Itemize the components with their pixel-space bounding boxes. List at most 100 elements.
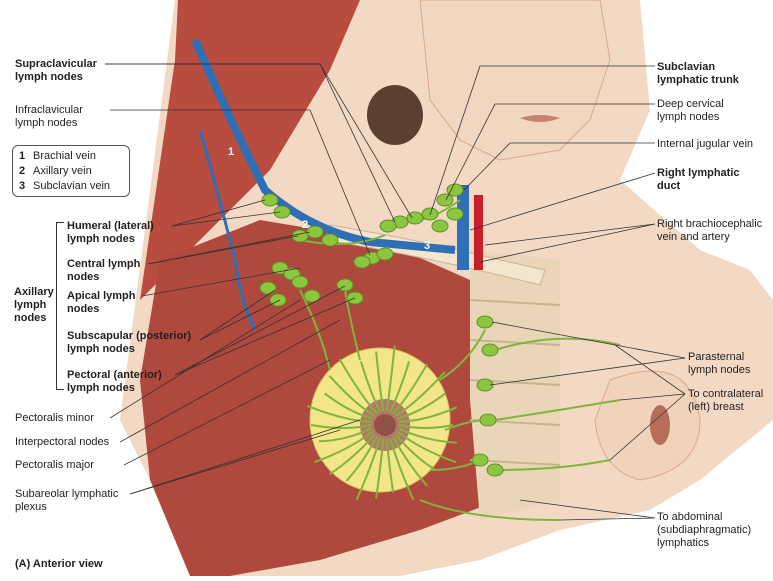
lymph-vessel (359, 361, 381, 413)
lymph-vessel (494, 399, 621, 421)
lymph-vessel (328, 375, 376, 417)
lymph-vessel (419, 499, 561, 521)
label-axillary: Axillary lymph nodes (14, 286, 54, 324)
lymphatic-vessels (299, 199, 621, 521)
lymph-vessel (392, 436, 428, 487)
lymph-node (306, 225, 324, 239)
lymph-node (291, 229, 309, 243)
lymph-vessel (398, 424, 454, 429)
leader-line (110, 109, 371, 256)
label-view: (A) Anterior view (15, 558, 103, 570)
lips (520, 115, 560, 122)
leader-line (199, 299, 281, 341)
lymph-vessel (394, 371, 446, 417)
label-infraclavicular: Infraclavicular lymph nodes (15, 104, 83, 129)
label-subclavian-trunk: Subclavian lymphatic trunk (657, 61, 739, 86)
lymph-vessel (398, 427, 457, 444)
left-nipple (650, 405, 670, 445)
label-subareolar: Subareolar lymphatic plexus (15, 488, 119, 513)
leader-line (484, 223, 656, 246)
label-right-lymphatic-duct: Right lymphatic duct (657, 167, 740, 192)
lymph-vessel (318, 427, 372, 443)
arm-muscle (140, 0, 360, 300)
brachial-vein (191, 38, 456, 254)
label-apical: Apical lymph nodes (67, 290, 136, 315)
label-pectoralis-minor: Pectoralis minor (15, 412, 94, 424)
leader-line (469, 172, 656, 231)
lymph-vessel (385, 345, 396, 412)
lymph-node (379, 219, 397, 233)
leader-line (174, 297, 356, 376)
lymph-vessel (375, 351, 385, 412)
lymph-vessel (397, 392, 446, 420)
leader-line (519, 499, 656, 519)
leader-lines (105, 63, 686, 521)
lymph-node (273, 205, 291, 219)
marker-3: 3 (424, 240, 430, 252)
lymph-node (481, 343, 499, 357)
lymph-vessel (394, 433, 437, 471)
leader-line (489, 357, 686, 386)
lymph-vessel (398, 406, 458, 423)
leader-line (445, 103, 655, 201)
label-pectoralis-major: Pectoralis major (15, 459, 94, 471)
label-parasternal: Parasternal lymph nodes (688, 351, 751, 376)
lymph-node (376, 247, 394, 261)
head (419, 0, 611, 161)
lymph-node (291, 275, 309, 289)
lymph-node (261, 193, 279, 207)
lymph-node (446, 183, 464, 197)
leader-line (123, 359, 331, 466)
leader-line (109, 299, 301, 419)
leader-line (129, 429, 341, 495)
lymph-vessel (324, 392, 373, 420)
lymph-vessel (494, 459, 611, 471)
leader-line (479, 223, 656, 263)
lymph-node (476, 378, 494, 392)
leader-line (463, 142, 655, 191)
label-subscapular: Subscapular (posterior) lymph nodes (67, 330, 192, 355)
lymph-vessel (313, 430, 374, 464)
leader-line (429, 65, 655, 216)
label-interpectoral: Interpectoral nodes (15, 436, 110, 448)
lymph-vessel (345, 436, 378, 482)
lymph-node (406, 211, 424, 225)
leader-line (147, 231, 311, 265)
lymph-vessel (389, 361, 411, 413)
lymph-vessel (299, 234, 386, 245)
lymph-node (321, 233, 339, 247)
lymph-vessel (396, 430, 457, 464)
lymph-node (259, 281, 277, 295)
nipple (374, 414, 396, 436)
marker-2: 2 (302, 219, 308, 231)
lymph-node (303, 289, 321, 303)
lymph-node (471, 453, 489, 467)
label-pectoral: Pectoral (anterior) lymph nodes (67, 369, 162, 394)
lymph-vessel (375, 438, 385, 499)
marker-1: 1 (228, 146, 234, 158)
leader-line (559, 517, 656, 521)
label-central: Central lymph nodes (67, 258, 141, 283)
lymph-vessel (306, 404, 372, 423)
lymph-node (486, 463, 504, 477)
label-internal-jugular: Internal jugular vein (657, 138, 754, 150)
hair-bun (367, 85, 423, 145)
leader-line (614, 344, 686, 395)
leader-line (141, 267, 301, 297)
lymph-vessel (389, 437, 415, 501)
lymph-vessel (392, 363, 428, 415)
internal-jugular-vein (457, 185, 469, 270)
leader-line (199, 289, 276, 341)
leader-line (129, 419, 361, 495)
label-brachiocephalic: Right brachiocephalic vein and artery (657, 218, 763, 243)
label-abdominal: To abdominal (subdiaphragmatic) lymphati… (657, 511, 752, 549)
lymph-node (479, 413, 497, 427)
leader-line (609, 393, 686, 461)
leader-line (171, 211, 281, 227)
lymph-vessel (494, 337, 621, 351)
label-supraclavicular: Supraclavicular lymph nodes (15, 58, 97, 83)
